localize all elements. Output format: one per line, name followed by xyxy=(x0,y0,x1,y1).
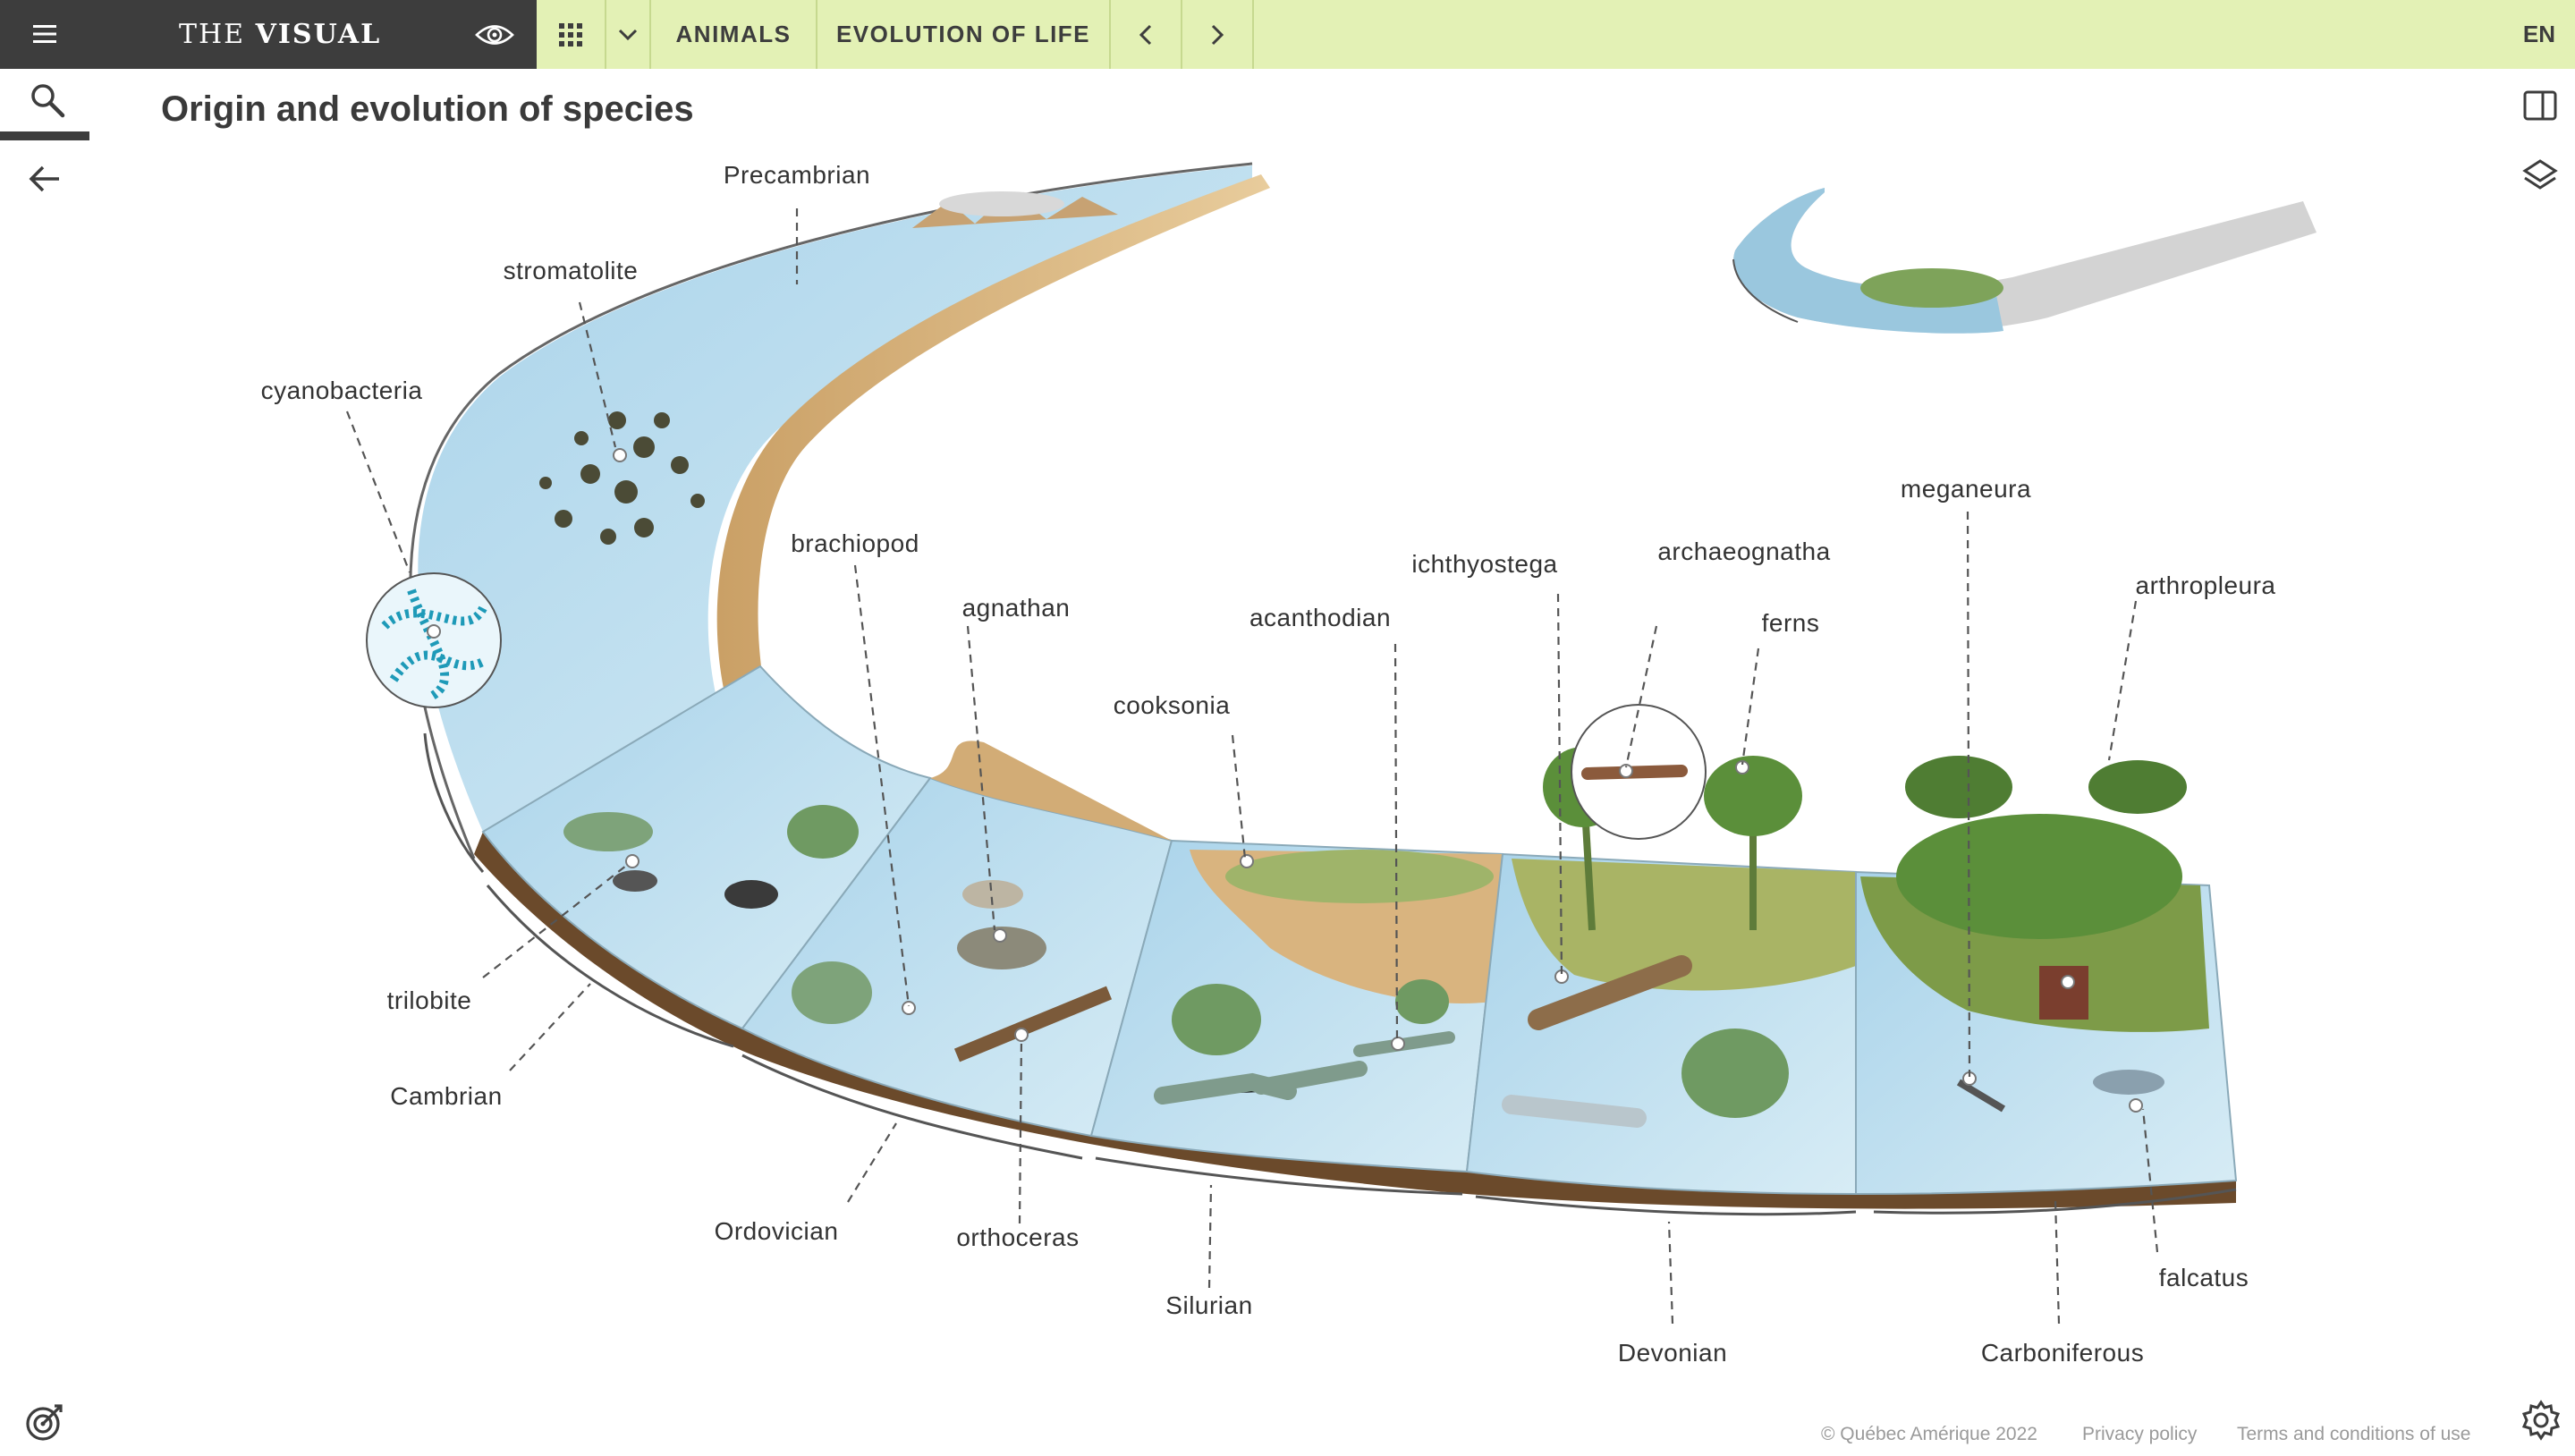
eye-icon xyxy=(474,24,514,45)
label-devonian[interactable]: Devonian xyxy=(1618,1339,1727,1367)
ordovician-life xyxy=(792,880,1113,1062)
back-button[interactable] xyxy=(20,157,70,201)
target-icon xyxy=(26,1404,63,1441)
gear-icon xyxy=(2521,1400,2561,1441)
target-button[interactable] xyxy=(20,1397,70,1447)
terms-link[interactable]: Terms and conditions of use xyxy=(2237,1424,2471,1444)
label-cyanobacteria[interactable]: cyanobacteria xyxy=(261,377,423,404)
brand-prefix: THE xyxy=(179,19,256,50)
privacy-policy-link[interactable]: Privacy policy xyxy=(2082,1424,2198,1444)
page-title: Origin and evolution of species xyxy=(161,89,694,129)
label-orthoceras[interactable]: orthoceras xyxy=(956,1223,1079,1251)
panel-icon xyxy=(2523,90,2557,121)
cyanobacteria-magnifier xyxy=(366,572,502,708)
hotspots xyxy=(427,448,2143,1113)
label-stromatolite[interactable]: stromatolite xyxy=(504,257,639,284)
chevron-down-icon xyxy=(618,29,638,40)
label-ferns[interactable]: ferns xyxy=(1762,609,1820,637)
apps-grid-button[interactable] xyxy=(537,0,606,69)
breadcrumb-evolution-label: EVOLUTION OF LIFE xyxy=(835,21,1091,47)
devonian-land xyxy=(1512,859,1856,991)
top-bar: THE VISUAL ANIMALS EVOLUTION OF LIFE xyxy=(0,0,2575,69)
label-archaeognatha[interactable]: archaeognatha xyxy=(1657,538,1830,565)
label-carboniferous[interactable]: Carboniferous xyxy=(1981,1339,2144,1367)
label-arthropleura[interactable]: arthropleura xyxy=(2136,571,2276,599)
search-active-indicator xyxy=(0,131,89,140)
hamburger-icon xyxy=(33,25,56,43)
silurian-life xyxy=(1154,850,1494,1105)
ordovician-sand xyxy=(930,741,1172,841)
copyright-text: © Québec Amérique 2022 xyxy=(1821,1424,2037,1444)
label-cooksonia[interactable]: cooksonia xyxy=(1114,691,1231,719)
cambrian-life xyxy=(563,805,859,909)
settings-button[interactable] xyxy=(2518,1397,2564,1443)
breadcrumb-animals-label: ANIMALS xyxy=(675,21,792,47)
chevron-left-icon xyxy=(1139,24,1152,45)
side-panel-button[interactable] xyxy=(2518,85,2562,126)
brand-logo[interactable]: THE VISUAL xyxy=(179,0,381,69)
language-button[interactable]: EN xyxy=(2522,21,2555,47)
label-ordovician[interactable]: Ordovician xyxy=(715,1217,839,1245)
label-brachiopod[interactable]: brachiopod xyxy=(791,529,919,557)
chevron-right-icon xyxy=(1211,24,1224,45)
era-brackets xyxy=(423,732,2237,1216)
label-acanthodian[interactable]: acanthodian xyxy=(1249,604,1391,631)
label-silurian[interactable]: Silurian xyxy=(1165,1291,1252,1319)
menu-button[interactable] xyxy=(18,16,72,52)
cyanobacteria-filaments xyxy=(381,588,487,702)
carboniferous-life xyxy=(1896,756,2187,1113)
label-falcatus[interactable]: falcatus xyxy=(2159,1264,2249,1291)
categories-dropdown-button[interactable] xyxy=(606,0,651,69)
label-agnathan[interactable]: agnathan xyxy=(962,594,1071,622)
layers-icon xyxy=(2522,159,2558,190)
visibility-button[interactable] xyxy=(470,14,519,55)
search-icon xyxy=(31,84,65,118)
cloud xyxy=(939,191,1064,216)
search-button[interactable] xyxy=(0,69,89,140)
previous-button[interactable] xyxy=(1111,0,1182,69)
grid-icon xyxy=(559,22,582,47)
label-ichthyostega[interactable]: ichthyostega xyxy=(1411,550,1557,578)
overview-minimap[interactable] xyxy=(1732,188,2317,334)
breadcrumb-animals[interactable]: ANIMALS xyxy=(651,0,817,69)
layers-button[interactable] xyxy=(2518,154,2562,199)
breadcrumb-evolution-of-life[interactable]: EVOLUTION OF LIFE xyxy=(817,0,1111,69)
stromatolite-cluster xyxy=(539,411,705,545)
archaeognatha-insect xyxy=(1581,765,1688,780)
next-button[interactable] xyxy=(1182,0,1254,69)
brand-strong: VISUAL xyxy=(255,19,382,50)
label-trilobite[interactable]: trilobite xyxy=(387,986,472,1014)
brand-bar: THE VISUAL xyxy=(0,0,537,69)
leader-lines xyxy=(345,208,2159,1325)
label-precambrian[interactable]: Precambrian xyxy=(724,161,870,189)
label-cambrian[interactable]: Cambrian xyxy=(390,1082,502,1110)
precambrian-water xyxy=(418,165,1252,832)
label-meganeura[interactable]: meganeura xyxy=(1901,475,2031,503)
arrow-left-icon xyxy=(29,165,59,192)
